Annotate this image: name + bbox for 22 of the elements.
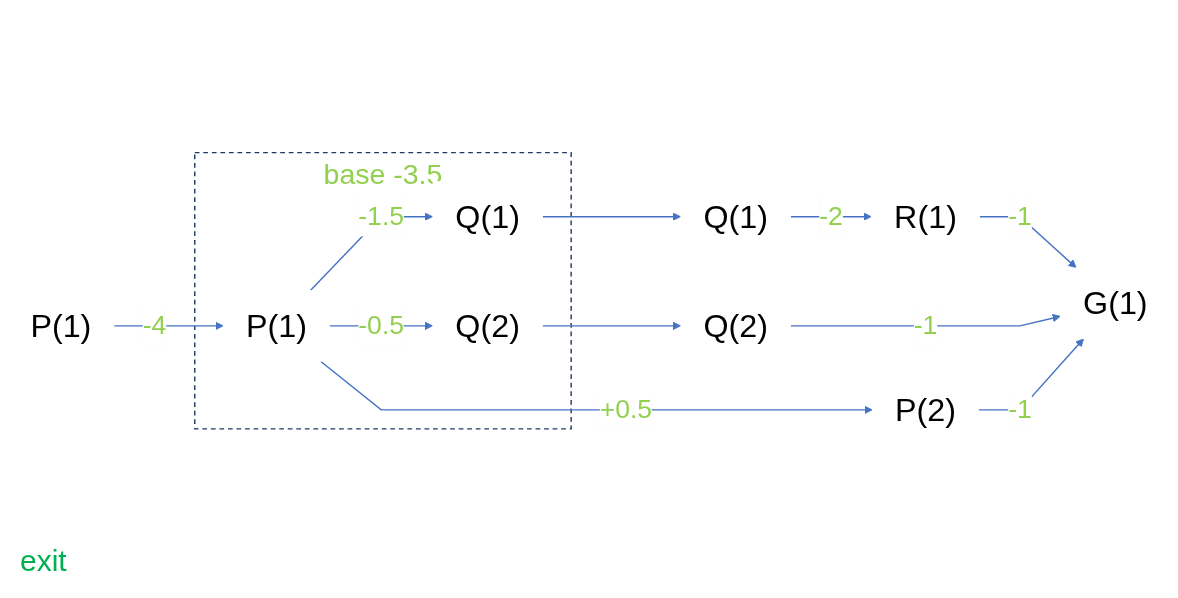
- node-text: R(1): [894, 198, 957, 235]
- node-text: Q(1): [703, 198, 768, 235]
- edge-label: -2: [819, 201, 843, 231]
- node-text: Q(2): [455, 307, 520, 344]
- edge-label: -1: [1008, 201, 1032, 231]
- arrow: [541, 321, 681, 330]
- edge-label: -1: [1008, 394, 1032, 425]
- edge-label: -1: [913, 310, 938, 341]
- edge-label: +0.5: [599, 394, 653, 425]
- node-text: Q(2): [703, 307, 768, 344]
- edge-label: -1.5: [358, 201, 405, 231]
- edge-label: -0.5: [358, 310, 405, 341]
- node-text: P(1): [30, 307, 92, 344]
- arrow: [790, 313, 1061, 327]
- node-text: P(1): [246, 307, 308, 344]
- node-text: Q(1): [455, 198, 520, 235]
- node-text: G(1): [1083, 284, 1148, 321]
- arrow: [320, 360, 873, 414]
- note-text: exit: [20, 544, 67, 577]
- arrow: [541, 212, 681, 221]
- edge-label: -4: [142, 310, 167, 341]
- node-text: P(2): [895, 391, 956, 428]
